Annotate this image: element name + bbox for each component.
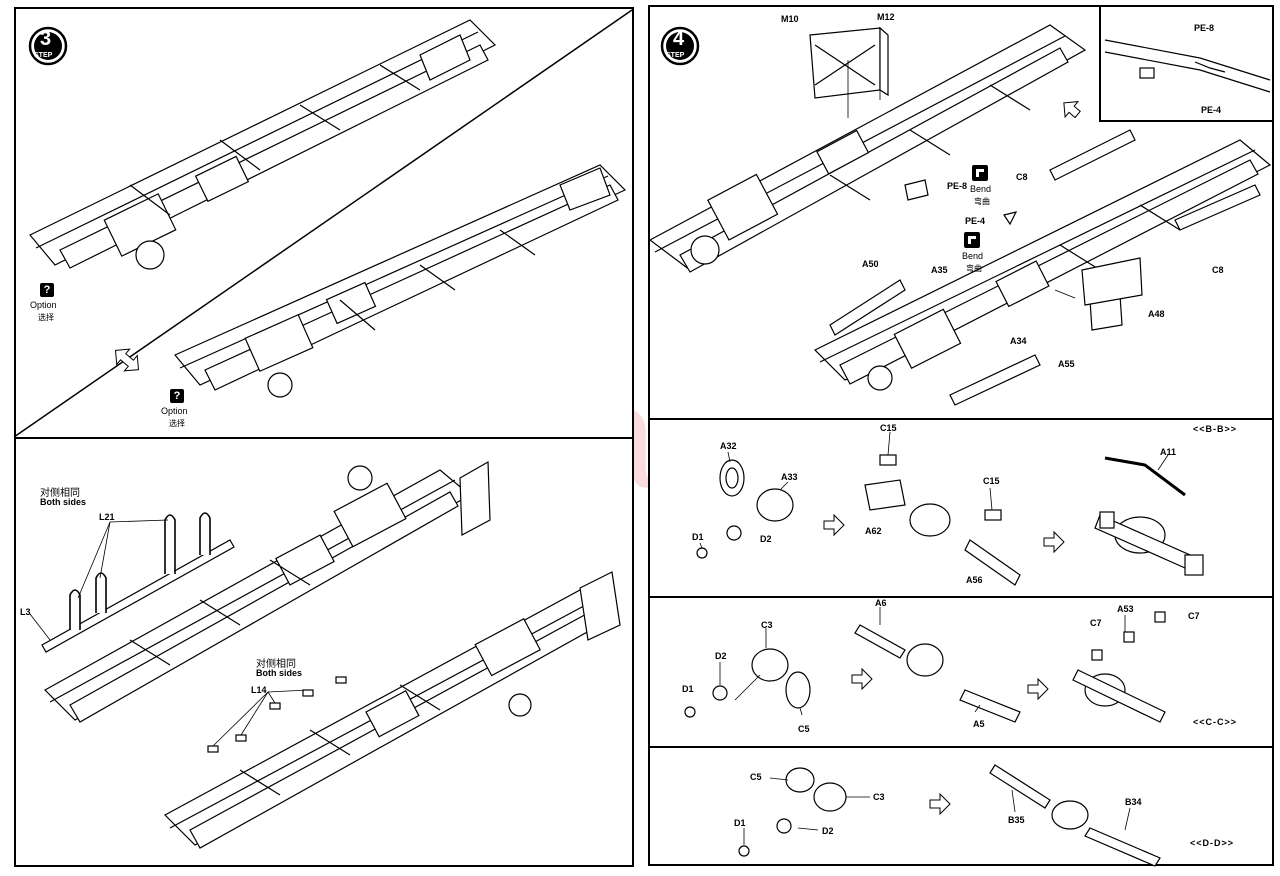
section-cc-panel xyxy=(648,596,1274,748)
bend-icon-upper xyxy=(972,165,988,181)
cc-part-c3: C3 xyxy=(761,620,773,630)
step-4-word: STEP xyxy=(666,52,685,59)
section-dd-tag: <<D-D>> xyxy=(1190,838,1235,848)
option-icon-top: ? xyxy=(40,283,54,297)
part-a35: A35 xyxy=(931,265,948,275)
part-a55: A55 xyxy=(1058,359,1075,369)
part-c8-lower: C8 xyxy=(1212,265,1224,275)
step-3-panel xyxy=(14,7,634,439)
bb-part-a32: A32 xyxy=(720,441,737,451)
bend-cn-upper: 弯曲 xyxy=(974,197,990,206)
bend-label-lower: Bend xyxy=(962,251,984,261)
rails-panel xyxy=(14,437,634,867)
cc-part-a6: A6 xyxy=(875,598,887,608)
bend-icon-lower xyxy=(964,232,980,248)
step-3-word: STEP xyxy=(34,52,53,59)
option-icon-bottom: ? xyxy=(170,389,184,403)
step-3-number: 3 xyxy=(40,28,52,50)
part-a48: A48 xyxy=(1148,309,1165,319)
cc-part-a53: A53 xyxy=(1117,604,1134,614)
part-c8-upper: C8 xyxy=(1016,172,1028,182)
bb-part-a11: A11 xyxy=(1160,447,1177,457)
bb-part-a56: A56 xyxy=(966,575,983,585)
dd-part-d1: D1 xyxy=(734,818,746,828)
option-cn-bottom: 选择 xyxy=(169,419,185,428)
bb-part-c15-upper: C15 xyxy=(880,423,897,433)
option-cn-top: 选择 xyxy=(38,313,54,322)
both-sides-left: Both sides xyxy=(40,497,87,507)
section-bb-tag: <<B-B>> xyxy=(1193,424,1238,434)
bb-part-a33: A33 xyxy=(781,472,798,482)
both-sides-cn-right: 对侧相同 xyxy=(256,659,296,670)
part-m10: M10 xyxy=(781,14,799,24)
inset-part-pe4: PE-4 xyxy=(1201,105,1222,115)
cc-part-a5: A5 xyxy=(973,719,985,729)
part-l21: L21 xyxy=(99,512,115,522)
bb-part-d1: D1 xyxy=(692,532,704,542)
dd-part-b35: B35 xyxy=(1008,815,1025,825)
both-sides-cn-left: 对侧相同 xyxy=(40,488,80,499)
bend-label-upper: Bend xyxy=(970,184,992,194)
section-bb-panel xyxy=(648,418,1274,598)
bb-part-c15-lower: C15 xyxy=(983,476,1000,486)
section-dd-panel xyxy=(648,746,1274,866)
option-label-top: Option xyxy=(30,300,57,310)
bb-part-d2: D2 xyxy=(760,534,772,544)
dd-part-d2: D2 xyxy=(822,826,834,836)
cc-part-c7-right: C7 xyxy=(1188,611,1200,621)
both-sides-right: Both sides xyxy=(256,668,303,678)
dd-part-b34: B34 xyxy=(1125,797,1142,807)
cc-part-d2: D2 xyxy=(715,651,727,661)
bb-part-a62: A62 xyxy=(865,526,882,536)
dd-part-c3: C3 xyxy=(873,792,885,802)
cc-part-d1: D1 xyxy=(682,684,694,694)
part-l14: L14 xyxy=(251,685,267,695)
part-a34: A34 xyxy=(1010,336,1027,346)
part-l3: L3 xyxy=(20,607,31,617)
part-pe4: PE-4 xyxy=(965,216,986,226)
inset-part-pe8: PE-8 xyxy=(1194,23,1215,33)
part-a50: A50 xyxy=(862,259,879,269)
section-cc-tag: <<C-C>> xyxy=(1193,717,1238,727)
part-m12: M12 xyxy=(877,12,895,22)
cc-part-c5: C5 xyxy=(798,724,810,734)
option-label-bottom: Option xyxy=(161,406,188,416)
dd-part-c5: C5 xyxy=(750,772,762,782)
bend-cn-lower: 弯曲 xyxy=(966,264,982,273)
step-4-number: 4 xyxy=(673,28,685,50)
part-pe8: PE-8 xyxy=(947,181,968,191)
cc-part-c7-left: C7 xyxy=(1090,618,1102,628)
step-4-inset xyxy=(1099,5,1274,122)
